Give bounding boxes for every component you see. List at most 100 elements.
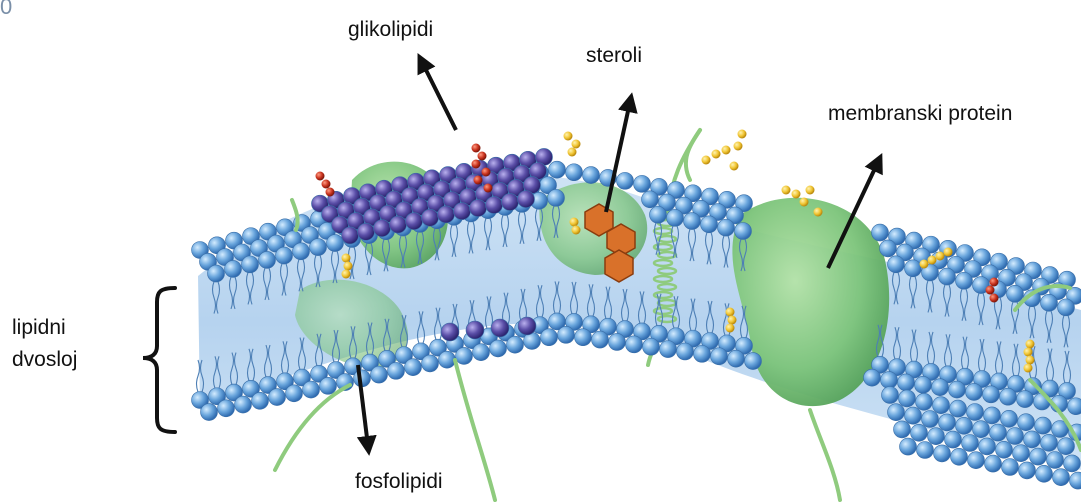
glycolipid-head	[454, 203, 471, 220]
sugar-bead	[478, 152, 487, 161]
phospholipid-head	[609, 333, 626, 350]
phospholipid-head	[650, 206, 667, 223]
glycolipid-head	[470, 200, 487, 217]
sugar-bead	[564, 132, 573, 141]
glycolipid-head	[441, 323, 459, 341]
phospholipid-head	[1007, 285, 1024, 302]
phospholipid-head	[951, 448, 968, 465]
sugar-bead	[570, 218, 579, 227]
glycolipid-head	[438, 206, 455, 223]
phospholipid-head	[1070, 472, 1081, 489]
phospholipid-head	[939, 268, 956, 285]
phospholipid-head	[864, 369, 881, 386]
glycolipid-head	[491, 319, 509, 337]
glycolipid-head	[486, 197, 503, 214]
sugar-bead	[990, 278, 999, 287]
phospholipid-head	[1024, 431, 1041, 448]
phospholipid-head	[900, 438, 917, 455]
phospholipid-head	[1053, 469, 1070, 486]
phospholipid-head	[956, 272, 973, 289]
phospholipid-head	[967, 404, 984, 421]
sugar-bead	[806, 186, 815, 195]
sugar-bead	[722, 146, 731, 155]
sugar-bead	[326, 188, 335, 197]
phospholipid-head	[422, 355, 439, 372]
sugar-bead	[484, 184, 493, 193]
phospholipid-head	[882, 387, 899, 404]
sugar-bead	[920, 260, 929, 269]
phospholipid-head	[617, 172, 634, 189]
phospholipid-head	[660, 341, 677, 358]
phospholipid-head	[269, 389, 286, 406]
phospholipid-head	[592, 331, 609, 348]
phospholipid-head	[235, 396, 252, 413]
phospholipid-head	[728, 350, 745, 367]
phospholipid-head	[439, 351, 456, 368]
phospholipid-head	[643, 338, 660, 355]
phospholipid-head	[1018, 414, 1035, 431]
glycolipid-head	[406, 213, 423, 230]
phospholipid-head	[549, 161, 566, 178]
glycolipids-arrow	[422, 62, 456, 130]
sugar-bead	[482, 168, 491, 177]
sugar-bead	[1024, 364, 1033, 373]
phospholipid-head	[922, 411, 939, 428]
glycolipid-head	[518, 191, 535, 208]
phospholipid-head	[1001, 410, 1018, 427]
phospholipid-head	[327, 235, 344, 252]
sugar-bead	[814, 208, 823, 217]
phospholipid-head	[1000, 388, 1017, 405]
phospholipid-head	[933, 397, 950, 414]
phospholipid-head	[225, 260, 242, 277]
phospholipid-head	[507, 336, 524, 353]
phospholipid-head	[905, 260, 922, 277]
phospholipid-head	[973, 421, 990, 438]
phospholipid-head	[894, 421, 911, 438]
phospholipid-head	[898, 374, 915, 391]
label-glycolipids: glikolipidi	[348, 18, 433, 42]
phospholipid-head	[1041, 294, 1058, 311]
phospholipid-head	[711, 348, 728, 365]
phospholipid-head	[990, 424, 1007, 441]
phospholipid-head	[881, 372, 898, 389]
sugar-bead	[342, 270, 351, 279]
sugar-bead	[474, 176, 483, 185]
glycolipid-head	[374, 220, 391, 237]
sugar-bead	[1024, 348, 1033, 357]
phospholipid-head	[201, 404, 218, 421]
sugar-bead	[986, 286, 995, 295]
sugar-bead	[738, 130, 747, 139]
phospholipid-head	[745, 353, 762, 370]
phospholipid-head	[996, 441, 1013, 458]
sugar-bead	[734, 142, 743, 151]
phospholipid-head	[388, 362, 405, 379]
phospholipid-head	[888, 256, 905, 273]
phospholipid-head	[966, 383, 983, 400]
glycolipid-head	[390, 216, 407, 233]
phospholipid-head	[490, 340, 507, 357]
phospholipid-head	[983, 386, 1000, 403]
glycolipid-head	[358, 223, 375, 240]
phospholipid-head	[985, 455, 1002, 472]
sugar-bead	[726, 324, 735, 333]
sugar-bead	[472, 160, 481, 169]
phospholipid-head	[1068, 398, 1081, 415]
phospholipid-head	[303, 381, 320, 398]
phospholipid-head	[575, 329, 592, 346]
sugar-bead	[572, 226, 581, 235]
bilayer-bracket	[143, 288, 175, 432]
sugar-bead	[944, 248, 953, 257]
phospholipid-head	[320, 377, 337, 394]
sugar-bead	[936, 252, 945, 261]
sugar-bead	[702, 156, 711, 165]
phospholipid-head	[1064, 455, 1081, 472]
phospholipid-head	[950, 400, 967, 417]
phospholipid-head	[1036, 465, 1053, 482]
phospholipid-head	[1058, 299, 1075, 316]
phospholipid-head	[473, 344, 490, 361]
sugar-bead	[344, 262, 353, 271]
phospholipid-head	[405, 359, 422, 376]
phospholipid-head	[626, 336, 643, 353]
label-bilayer-line1: lipidni	[12, 316, 66, 340]
